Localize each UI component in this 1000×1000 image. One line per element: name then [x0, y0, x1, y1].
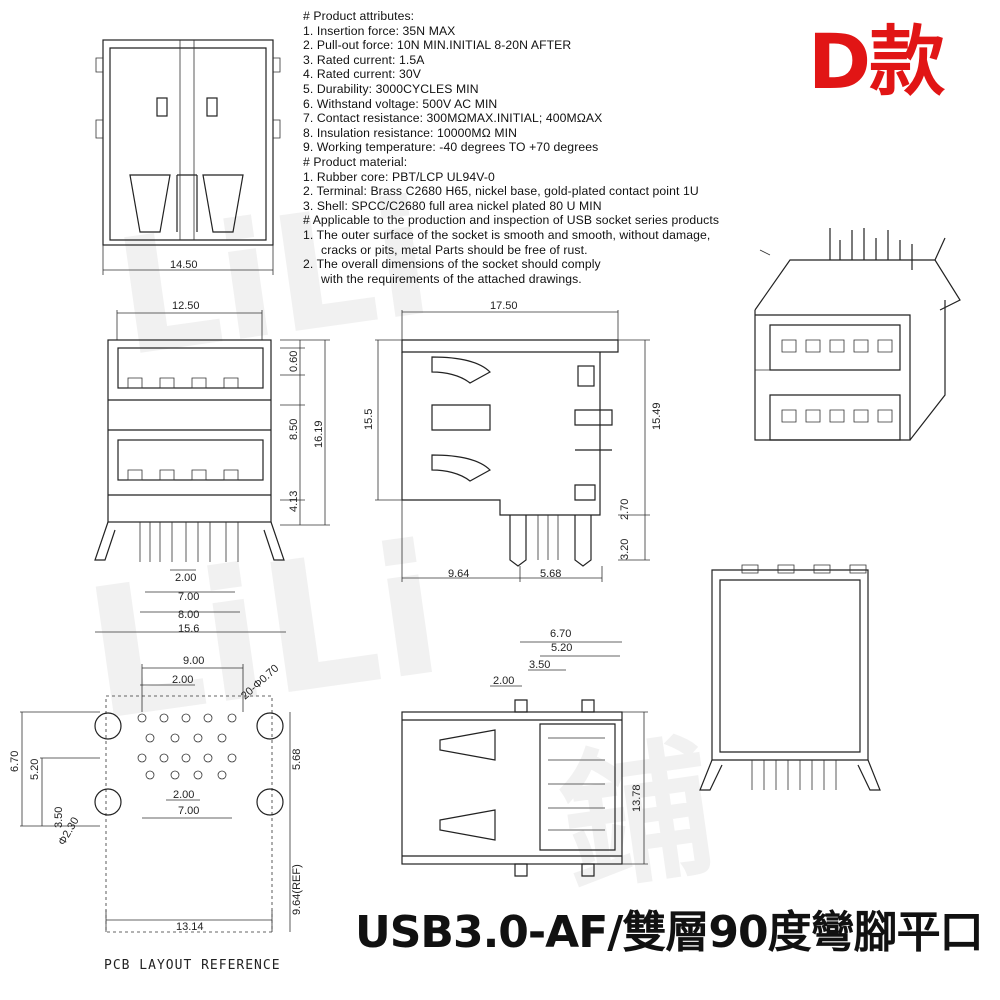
dim-side-len2: 5.68	[540, 568, 561, 580]
spec-line: 6. Withstand voltage: 500V AC MIN	[303, 96, 498, 111]
svg-text:鋪: 鋪	[551, 721, 724, 914]
spec-line: 7. Contact resistance: 300MΩMAX.INITIAL;…	[303, 111, 603, 126]
spec-line: with the requirements of the attached dr…	[321, 271, 582, 286]
dim-pcb-total: 13.14	[176, 921, 204, 933]
dim-top-width: 14.50	[170, 259, 198, 271]
side-view: 17.50 15.5 15.49 2.70 3.20 9.64 5.68	[363, 300, 663, 582]
dim-pcb-small: 3.50	[53, 807, 65, 828]
spec-line: 2. The overall dimensions of the socket …	[303, 257, 601, 272]
dim-pin-span2: 8.00	[178, 609, 199, 621]
dim-front-mid: 8.50	[288, 419, 300, 440]
spec-line: 9. Working temperature: -40 degrees TO +…	[303, 140, 599, 155]
dim-bottom-height: 13.78	[631, 784, 643, 812]
product-title: USB3.0-AF/雙層90度彎腳平口	[355, 907, 984, 958]
spec-line: 3. Rated current: 1.5A	[303, 52, 425, 67]
dim-bottom-w1: 6.70	[550, 628, 571, 640]
spec-line: # Product material:	[303, 154, 408, 169]
dim-pcb-pitch2: 2.00	[173, 789, 194, 801]
dim-pcb-w1: 9.00	[183, 655, 204, 667]
pcb-label: PCB LAYOUT REFERENCE	[104, 958, 281, 973]
dim-front-height: 16.19	[313, 420, 325, 448]
top-view: 14.50	[95, 39, 281, 275]
spec-line: 5. Durability: 3000CYCLES MIN	[303, 81, 479, 96]
spec-line: 1. Insertion force: 35N MAX	[303, 23, 456, 38]
spec-text: # Product attributes:1. Insertion force:…	[303, 9, 803, 286]
dim-side-height: 15.5	[363, 409, 375, 430]
spec-line: 1. The outer surface of the socket is sm…	[303, 227, 711, 242]
spec-line: 2. Pull-out force: 10N MIN.INITIAL 8-20N…	[303, 38, 572, 53]
dim-side-length: 17.50	[490, 300, 518, 312]
spec-line: 1. Rubber core: PBT/LCP UL94V-0	[303, 169, 495, 184]
dim-side-body: 15.49	[651, 402, 663, 430]
spec-line: 2. Terminal: Brass C2680 H65, nickel bas…	[303, 184, 699, 199]
svg-text:LiLi: LiLi	[75, 505, 453, 761]
dim-front-width: 12.50	[172, 300, 200, 312]
dim-front-low: 4.13	[288, 491, 300, 512]
dim-pcb-right: 5.68	[291, 749, 303, 770]
spec-line: 3. Shell: SPCC/C2680 full area nickel pl…	[303, 198, 602, 213]
dim-pcb-h1: 6.70	[9, 751, 21, 772]
dim-bottom-w4: 2.00	[493, 675, 514, 687]
dim-bottom-w3: 3.50	[529, 659, 550, 671]
dim-pcb-span: 7.00	[178, 805, 199, 817]
dim-bottom-w2: 5.20	[551, 642, 572, 654]
dim-side-pin-h2: 3.20	[619, 539, 631, 560]
dim-base-width: 15.6	[178, 623, 199, 635]
model-badge: D款	[808, 17, 945, 106]
dim-pin-span1: 7.00	[178, 591, 199, 603]
dim-pcb-h2: 5.20	[29, 759, 41, 780]
rear-view: 6.70 5.20 3.50 2.00 13.78	[401, 628, 648, 877]
spec-line: # Product attributes:	[303, 9, 415, 23]
isometric-view	[754, 228, 961, 441]
dim-pin-pitch: 2.00	[175, 572, 196, 584]
spec-line: 4. Rated current: 30V	[303, 67, 421, 82]
front-view: 12.50 0.60 8.50 16.19 4.13 2.00 7.00 8.0…	[94, 300, 330, 635]
spec-line: # Applicable to the production and inspe…	[303, 213, 720, 228]
spec-line: cracks or pits, metal Parts should be fr…	[321, 242, 588, 257]
dim-side-len1: 9.64	[448, 568, 469, 580]
back-view	[699, 564, 881, 791]
dim-side-pin-h1: 2.70	[619, 499, 631, 520]
dim-pcb-pitch: 2.00	[172, 674, 193, 686]
dim-pcb-ref: 9.64(REF)	[291, 864, 303, 915]
dim-front-top: 0.60	[288, 351, 300, 372]
spec-line: 8. Insulation resistance: 10000MΩ MIN	[303, 125, 518, 140]
